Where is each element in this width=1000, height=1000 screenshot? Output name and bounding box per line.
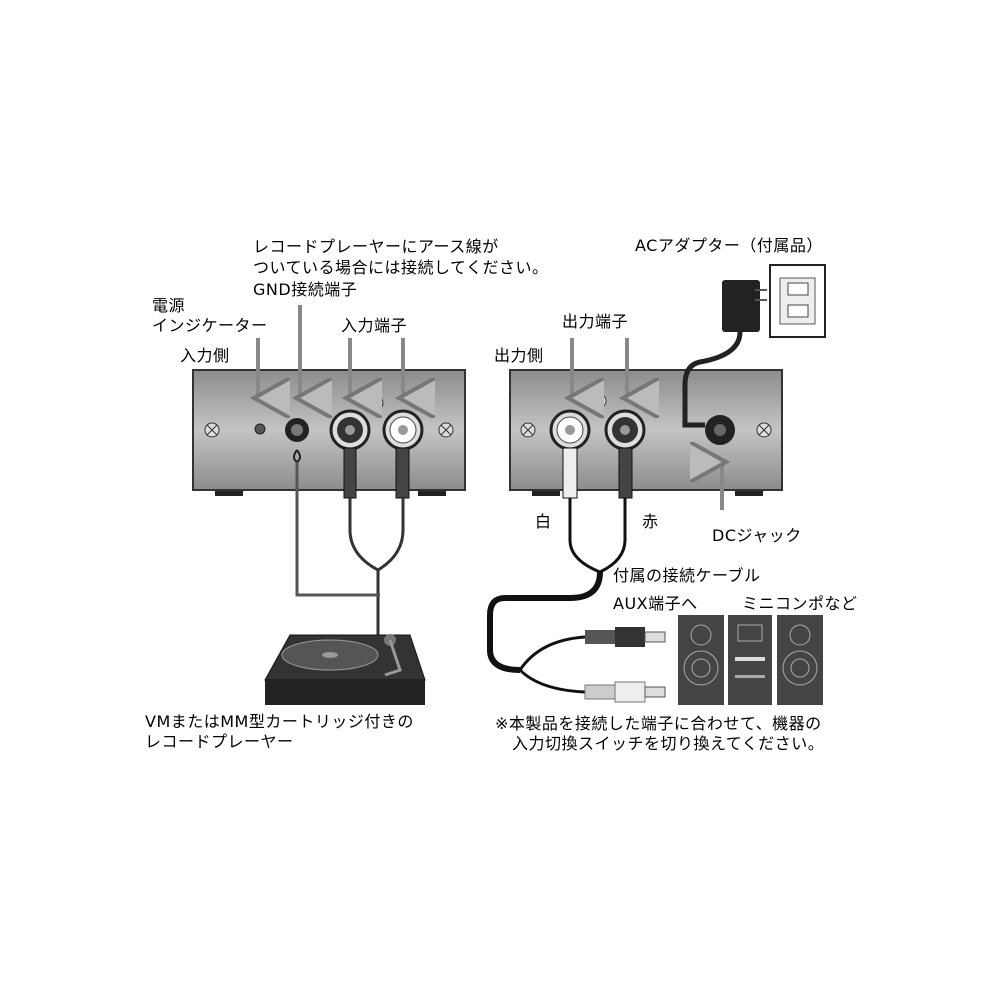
note-line1: ※本製品を接続した端子に合わせて、機器の	[495, 714, 822, 733]
aux-label: AUX端子へ	[613, 594, 698, 613]
input-terminals-label: 入力端子	[341, 316, 408, 335]
record-player-label-2: レコードプレーヤー	[145, 732, 294, 751]
output-jack-red	[604, 409, 646, 451]
screw-icon	[591, 393, 607, 409]
gnd-terminal	[285, 418, 309, 442]
pointer-arrows	[258, 305, 722, 510]
output-side-label: 出力側	[494, 346, 544, 365]
dc-jack	[705, 415, 735, 445]
record-player-icon	[264, 634, 426, 705]
power-indicator	[254, 423, 266, 435]
screw-icon	[204, 422, 220, 438]
dc-jack-label: DCジャック	[712, 526, 802, 545]
gnd-terminal-label: GND接続端子	[253, 280, 358, 299]
included-cable-label: 付属の接続ケーブル	[613, 566, 761, 585]
white-label: 白	[535, 512, 552, 531]
record-player-label-1: VMまたはMM型カートリッジ付きの	[145, 712, 414, 731]
power-indicator-label-1: 電源	[152, 296, 186, 315]
screw-icon	[438, 422, 454, 438]
mini-component-system-icon	[678, 615, 823, 705]
screw-icon	[520, 422, 536, 438]
input-jack-left	[329, 409, 371, 451]
output-side-panel	[509, 369, 783, 496]
input-side-panel	[192, 369, 466, 496]
rca-plug-red	[585, 627, 666, 647]
screw-icon	[368, 395, 384, 411]
screw-icon	[756, 422, 772, 438]
output-jack-white	[549, 409, 591, 451]
output-terminals-label: 出力端子	[562, 312, 629, 331]
mini-component-label: ミニコンポなど	[742, 594, 858, 613]
ground-note-line2: ついている場合には接続してください。	[253, 258, 549, 277]
ac-adapter-label: ACアダプター（付属品）	[635, 236, 823, 255]
ac-adapter-icon	[682, 264, 826, 428]
red-label: 赤	[642, 512, 659, 531]
input-side-label: 入力側	[180, 346, 230, 365]
power-indicator-label-2: インジケーター	[152, 316, 268, 335]
input-jack-right	[382, 409, 424, 451]
rca-plug-white	[584, 681, 666, 703]
note-line2: 入力切換スイッチを切り換えてください。	[512, 734, 825, 753]
ground-note-line1: レコードプレーヤーにアース線が	[253, 237, 499, 256]
